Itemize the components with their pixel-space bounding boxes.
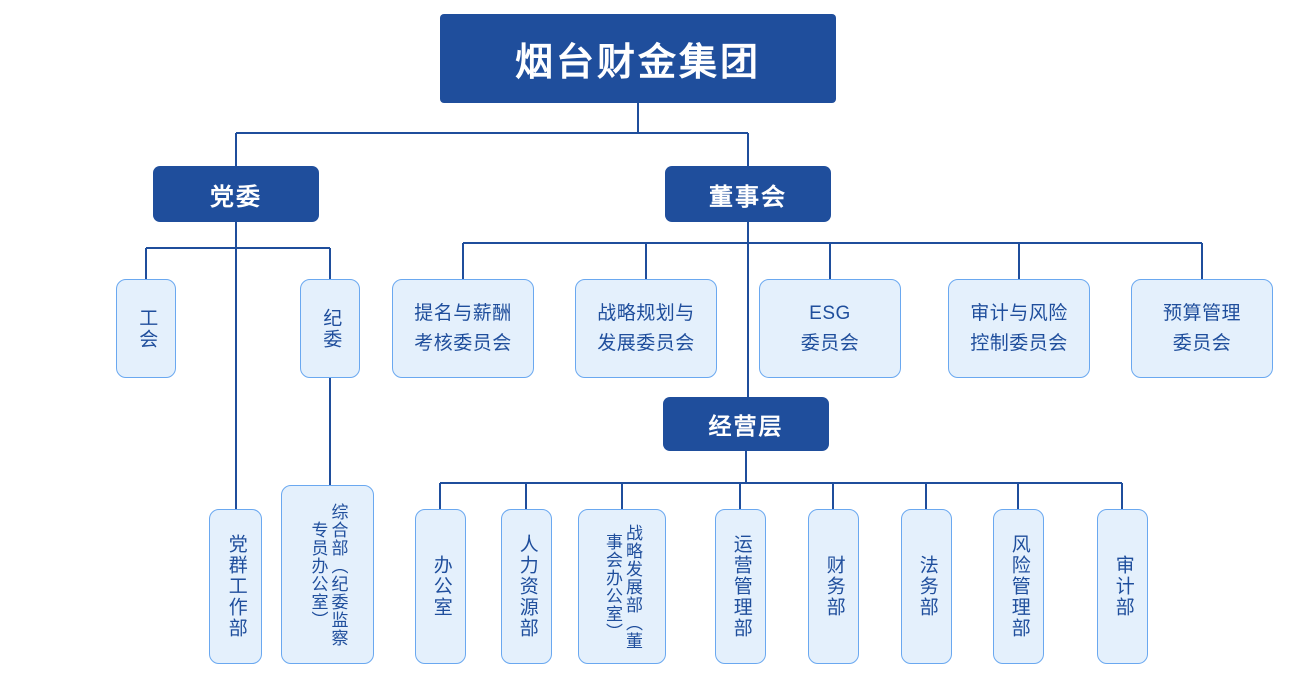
node-committee-audit-risk-control[interactable]: 审计与风险 控制委员会 bbox=[948, 279, 1090, 378]
node-committee-esg[interactable]: ESG 委员会 bbox=[759, 279, 901, 378]
node-general-office[interactable]: 综合部（纪委监察专员办公室） bbox=[281, 485, 374, 664]
node-department-legal[interactable]: 法务部 bbox=[901, 509, 952, 664]
node-committee-label: 战略规划与 发展委员会 bbox=[597, 303, 695, 354]
node-union-label: 工会 bbox=[136, 307, 158, 350]
node-department-operations-management[interactable]: 运营管理部 bbox=[715, 509, 766, 664]
node-general-office-label: 综合部（纪委监察专员办公室） bbox=[308, 502, 348, 647]
node-committee-label: ESG 委员会 bbox=[800, 303, 860, 354]
node-root-label: 烟台财金集团 bbox=[514, 42, 761, 84]
node-management-level[interactable]: 经营层 bbox=[663, 397, 829, 451]
node-party-committee[interactable]: 党委 bbox=[153, 166, 319, 222]
node-discipline-committee[interactable]: 纪委 bbox=[300, 279, 360, 378]
node-department-risk-management[interactable]: 风险管理部 bbox=[993, 509, 1044, 664]
node-department-office[interactable]: 办公室 bbox=[415, 509, 466, 664]
node-board-label: 董事会 bbox=[709, 183, 787, 211]
node-department-label: 审计部 bbox=[1112, 555, 1134, 618]
node-department-label: 人力资源部 bbox=[516, 534, 538, 639]
node-committee-label: 审计与风险 控制委员会 bbox=[970, 303, 1068, 354]
node-department-label: 财务部 bbox=[823, 555, 845, 618]
node-department-label: 办公室 bbox=[430, 555, 452, 618]
node-committee-label: 预算管理 委员会 bbox=[1162, 303, 1241, 354]
node-department-human-resources[interactable]: 人力资源部 bbox=[501, 509, 552, 664]
node-union[interactable]: 工会 bbox=[116, 279, 176, 378]
node-party-work-dept-label: 党群工作部 bbox=[225, 534, 247, 639]
node-department-label: 法务部 bbox=[916, 555, 938, 618]
node-department-audit[interactable]: 审计部 bbox=[1097, 509, 1148, 664]
node-board[interactable]: 董事会 bbox=[665, 166, 831, 222]
node-root[interactable]: 烟台财金集团 bbox=[440, 14, 836, 103]
node-department-label: 风险管理部 bbox=[1008, 534, 1030, 639]
node-discipline-committee-label: 纪委 bbox=[320, 307, 342, 350]
node-committee-label: 提名与薪酬 考核委员会 bbox=[414, 303, 512, 354]
node-party-work-dept[interactable]: 党群工作部 bbox=[209, 509, 262, 664]
node-party-committee-label: 党委 bbox=[210, 183, 262, 211]
node-department-finance[interactable]: 财务部 bbox=[808, 509, 859, 664]
node-department-strategy-development[interactable]: 战略发展部（董事会办公室） bbox=[578, 509, 666, 664]
node-committee-strategy-development[interactable]: 战略规划与 发展委员会 bbox=[575, 279, 717, 378]
node-department-label: 战略发展部（董事会办公室） bbox=[603, 523, 643, 650]
node-department-label: 运营管理部 bbox=[730, 534, 752, 639]
node-committee-budget-management[interactable]: 预算管理 委员会 bbox=[1131, 279, 1273, 378]
node-management-level-label: 经营层 bbox=[708, 413, 784, 439]
node-committee-nomination-compensation[interactable]: 提名与薪酬 考核委员会 bbox=[392, 279, 534, 378]
